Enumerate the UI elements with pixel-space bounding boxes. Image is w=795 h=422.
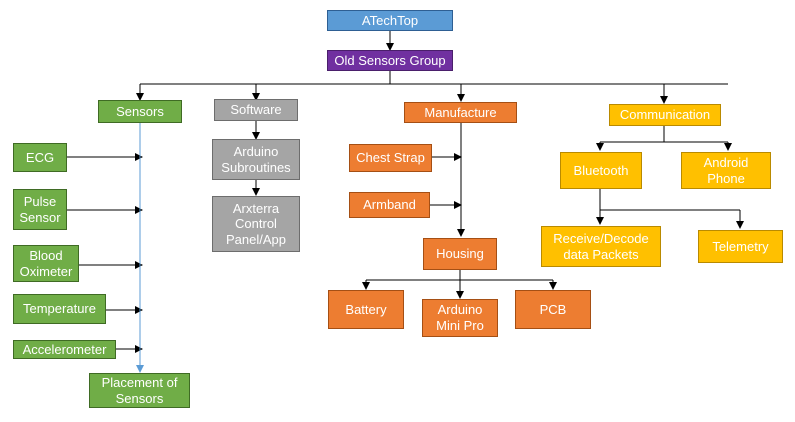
- edge-comm-split: [600, 126, 728, 143]
- node-battery: Battery: [328, 290, 404, 329]
- node-ecg: ECG: [13, 143, 67, 172]
- edge-housing-children: [366, 270, 553, 281]
- node-bluetooth: Bluetooth: [560, 152, 642, 189]
- edge-group-branches: [140, 71, 728, 85]
- node-software: Software: [214, 99, 298, 121]
- node-android-phone: Android Phone: [681, 152, 771, 189]
- node-root: ATechTop: [327, 10, 453, 31]
- node-old-sensors-group: Old Sensors Group: [327, 50, 453, 71]
- node-blood-oximeter: Blood Oximeter: [13, 245, 79, 282]
- node-accelerometer: Accelerometer: [13, 340, 116, 359]
- node-pcb: PCB: [515, 290, 591, 329]
- node-telemetry: Telemetry: [698, 230, 783, 263]
- node-manufacture: Manufacture: [404, 102, 517, 123]
- node-arduino-subroutines: Arduino Subroutines: [212, 139, 300, 180]
- node-communication: Communication: [609, 104, 721, 126]
- node-sensors: Sensors: [98, 100, 182, 123]
- node-housing: Housing: [423, 238, 497, 270]
- node-temperature: Temperature: [13, 294, 106, 324]
- node-chest-strap: Chest Strap: [349, 144, 432, 172]
- node-arxterra-control-panel: Arxterra Control Panel/App: [212, 196, 300, 252]
- node-pulse-sensor: Pulse Sensor: [13, 189, 67, 230]
- node-receive-decode: Receive/Decode data Packets: [541, 226, 661, 267]
- edge-bluetooth-children: [599, 189, 740, 211]
- node-arduino-mini-pro: Arduino Mini Pro: [422, 299, 498, 337]
- node-armband: Armband: [349, 192, 430, 218]
- node-placement-of-sensors: Placement of Sensors: [89, 373, 190, 408]
